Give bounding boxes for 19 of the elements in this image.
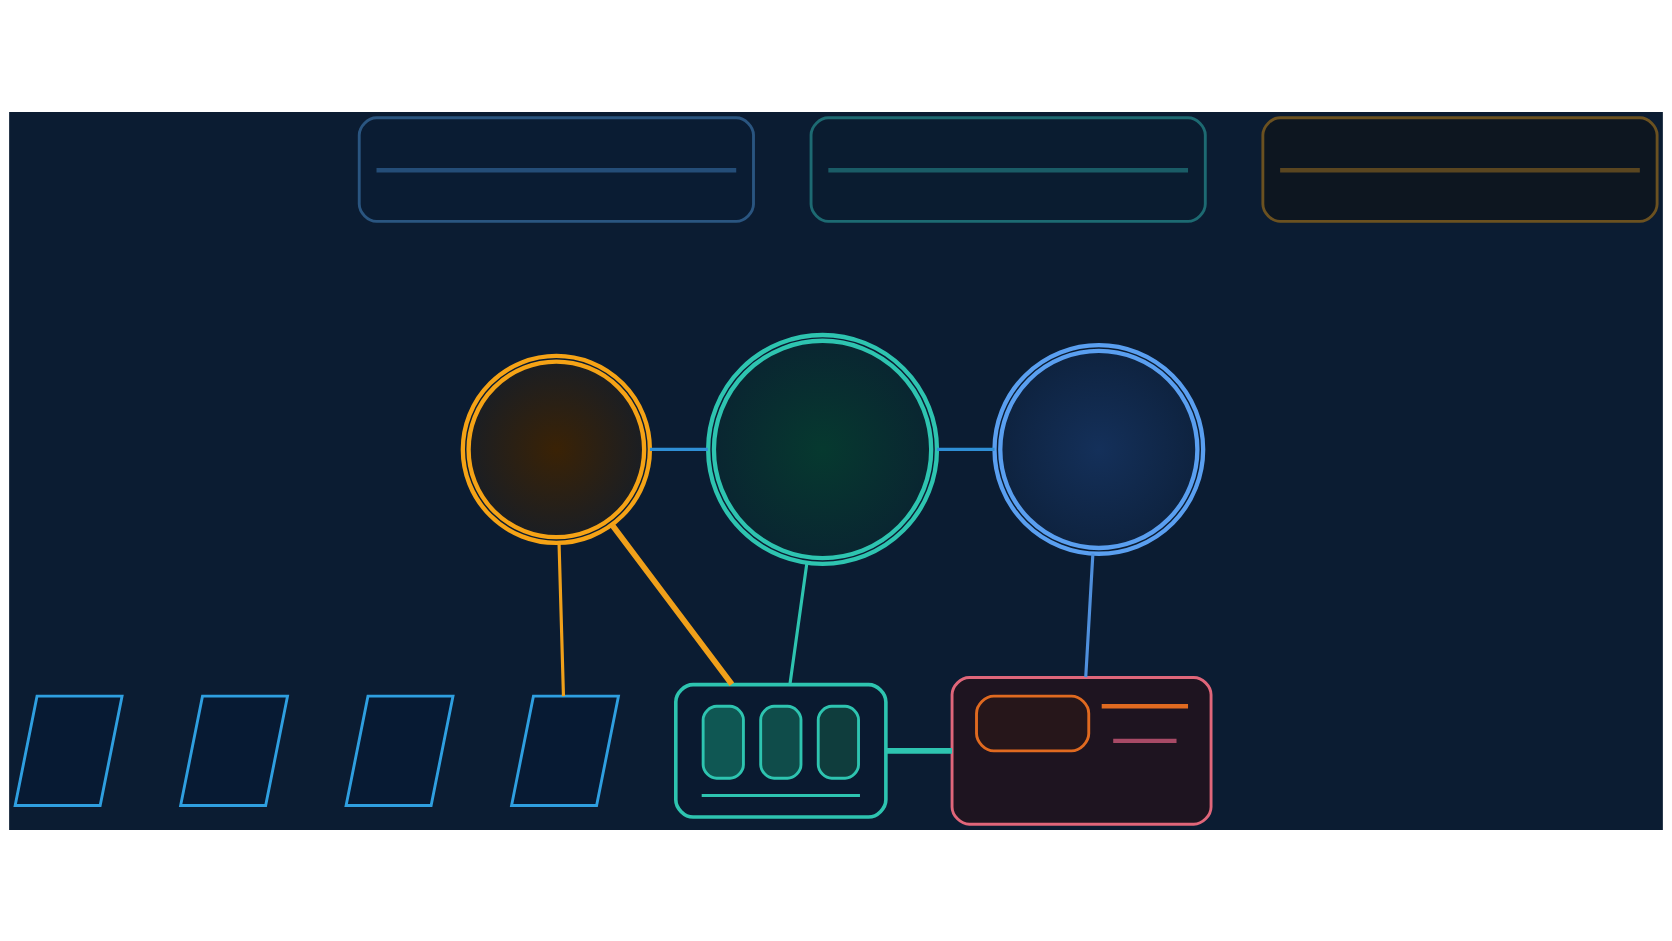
connector [885,747,953,754]
node-circle [460,353,653,545]
node-picture [950,675,1213,826]
node-box [674,682,888,819]
node-picture [13,694,124,807]
node-picture [178,694,290,807]
connector [557,542,566,696]
node-box [357,115,755,223]
connector [788,562,809,685]
connector [936,447,995,451]
node-box [809,115,1207,223]
node-circle [992,342,1206,556]
connector [1084,553,1095,677]
connector [609,522,735,686]
node-picture [509,694,621,807]
node-circle [706,332,940,566]
connector [649,447,708,451]
node-picture [344,694,455,807]
node-box [1261,115,1659,223]
